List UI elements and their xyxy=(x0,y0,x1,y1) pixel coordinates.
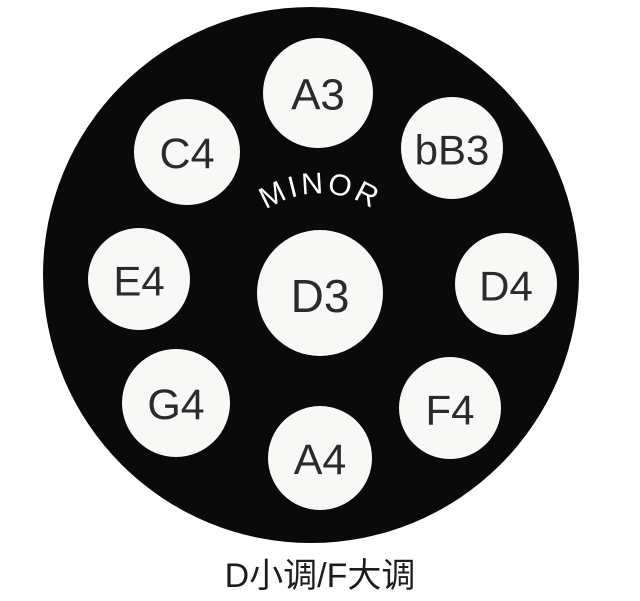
tone-field-circle[interactable] xyxy=(401,97,503,199)
tone-field-circle[interactable] xyxy=(134,99,240,205)
tone-field-circle[interactable] xyxy=(455,233,557,335)
tone-field-group: A3 bB3 D4 F4 A4 G4 xyxy=(88,38,557,510)
tone-field-label: F4 xyxy=(425,387,474,434)
tone-field-bb3[interactable]: bB3 xyxy=(401,97,503,199)
tone-field-d4[interactable]: D4 xyxy=(455,233,557,335)
tone-field-e4[interactable]: E4 xyxy=(88,228,190,330)
tone-field-c4[interactable]: C4 xyxy=(134,99,240,205)
tone-field-a4[interactable]: A4 xyxy=(268,406,372,510)
tone-field-circle[interactable] xyxy=(268,406,372,510)
center-ding-circle[interactable] xyxy=(257,230,383,356)
tone-field-label: bB3 xyxy=(415,127,490,174)
center-ding[interactable]: D3 xyxy=(257,230,383,356)
tone-field-g4[interactable]: G4 xyxy=(122,349,230,457)
tone-field-label: A4 xyxy=(294,436,347,484)
tone-field-circle[interactable] xyxy=(122,349,230,457)
tone-field-circle[interactable] xyxy=(88,228,190,330)
tone-field-label: C4 xyxy=(160,130,215,178)
tone-field-circle[interactable] xyxy=(263,38,373,148)
tone-field-label: D4 xyxy=(479,263,533,310)
tone-field-label: G4 xyxy=(147,381,204,429)
tone-field-label: E4 xyxy=(113,258,164,305)
scale-caption: D小调/F大调 xyxy=(224,557,416,595)
tone-field-circle[interactable] xyxy=(399,357,501,459)
tone-field-label: A3 xyxy=(291,71,345,120)
center-ding-label: D3 xyxy=(291,270,350,322)
tone-field-f4[interactable]: F4 xyxy=(399,357,501,459)
tone-field-a3[interactable]: A3 xyxy=(263,38,373,148)
